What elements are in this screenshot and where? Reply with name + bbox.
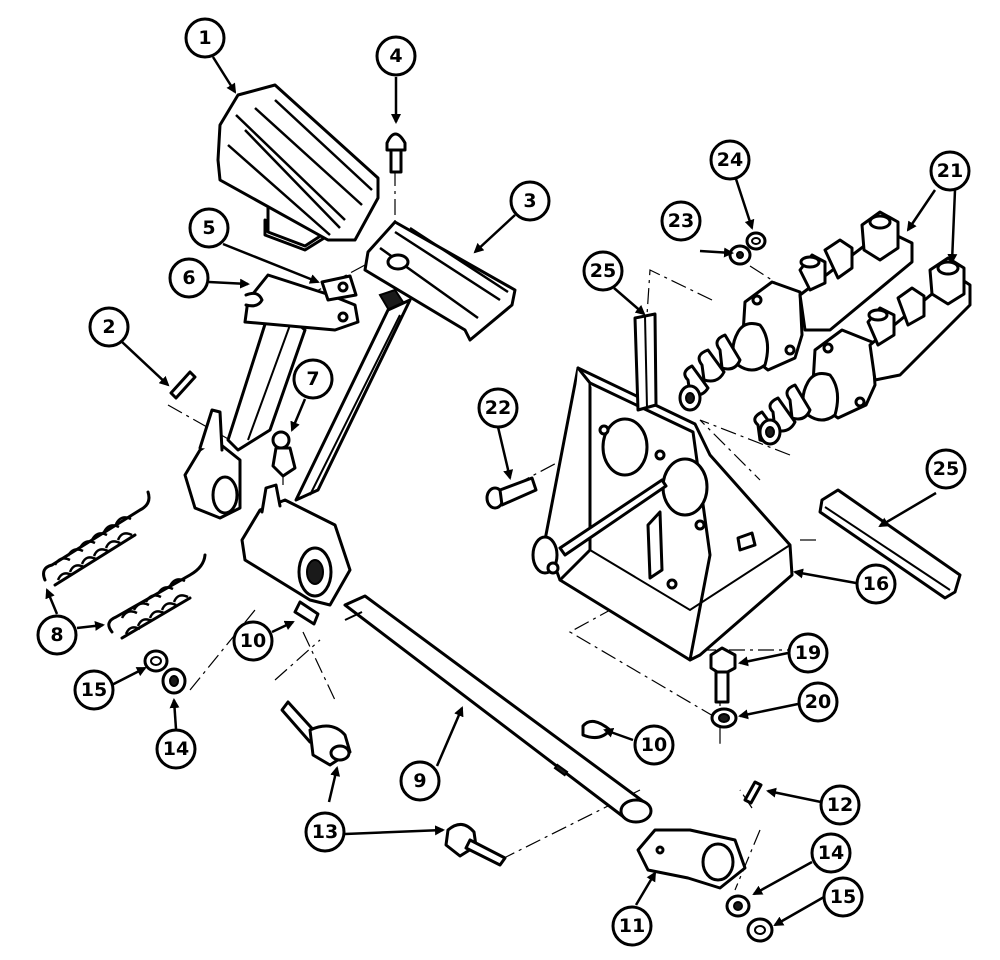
bolt-lower bbox=[709, 646, 737, 704]
master-cylinder-bracket bbox=[543, 366, 794, 662]
roll-pin-left bbox=[169, 370, 197, 400]
callout-23: 23 bbox=[660, 200, 702, 242]
callout-2: 2 bbox=[88, 306, 130, 348]
callout-11: 11 bbox=[611, 905, 653, 947]
callout-1: 1 bbox=[184, 17, 226, 59]
pedal-arm-right bbox=[294, 298, 412, 502]
callout-20: 20 bbox=[797, 681, 839, 723]
pedal-arm-left bbox=[226, 300, 307, 452]
callout-15-left: 15 bbox=[73, 669, 115, 711]
callout-9: 9 bbox=[399, 760, 441, 802]
washer-top bbox=[728, 244, 752, 266]
master-cylinder-upper bbox=[678, 210, 914, 412]
master-cylinder-lower bbox=[753, 256, 972, 446]
callout-24: 24 bbox=[709, 139, 751, 181]
threaded-pin-lower bbox=[444, 823, 507, 867]
callout-8-label: 8 bbox=[50, 624, 63, 646]
callout-19: 19 bbox=[787, 632, 829, 674]
key-upper bbox=[293, 600, 320, 626]
callout-25-lower-label: 25 bbox=[933, 458, 959, 480]
callout-13-label: 13 bbox=[312, 821, 338, 843]
callout-10-upper-label: 10 bbox=[240, 630, 266, 652]
clip-part bbox=[320, 274, 358, 302]
callout-5: 5 bbox=[188, 207, 230, 249]
callout-20-label: 20 bbox=[805, 691, 831, 713]
callout-2-label: 2 bbox=[102, 316, 115, 338]
callout-21-label: 21 bbox=[937, 160, 963, 182]
callout-3: 3 bbox=[509, 180, 551, 222]
pedal-pad-upper bbox=[216, 83, 380, 252]
shim-horizontal bbox=[818, 488, 962, 600]
callout-24-label: 24 bbox=[717, 149, 743, 171]
callout-21: 21 bbox=[929, 150, 971, 192]
pivot-hub-right bbox=[240, 483, 352, 607]
callout-4-label: 4 bbox=[389, 45, 402, 67]
grease-fitting bbox=[271, 430, 297, 478]
cross-shaft bbox=[343, 594, 653, 824]
nut-right bbox=[746, 917, 774, 943]
callout-6-label: 6 bbox=[182, 267, 195, 289]
callout-15-right-label: 15 bbox=[830, 886, 856, 908]
callout-22: 22 bbox=[477, 387, 519, 429]
callout-16-label: 16 bbox=[863, 573, 889, 595]
nut-left bbox=[143, 649, 169, 673]
callout-16: 16 bbox=[855, 563, 897, 605]
pivot-hub-left bbox=[183, 408, 242, 520]
leader-lines bbox=[45, 56, 958, 927]
roll-pin-right bbox=[743, 780, 763, 805]
callout-10-upper: 10 bbox=[232, 620, 274, 662]
callout-12: 12 bbox=[819, 784, 861, 826]
callout-5-label: 5 bbox=[202, 217, 215, 239]
callout-22-label: 22 bbox=[485, 397, 511, 419]
callout-19-label: 19 bbox=[795, 642, 821, 664]
callout-13: 13 bbox=[304, 811, 346, 853]
callout-15-right: 15 bbox=[822, 876, 864, 918]
callout-3-label: 3 bbox=[523, 190, 536, 212]
clevis-pin bbox=[385, 132, 407, 174]
bracket-plate bbox=[243, 273, 360, 332]
lever-end bbox=[636, 828, 747, 890]
callout-14-right: 14 bbox=[810, 832, 852, 874]
callout-7-label: 7 bbox=[306, 368, 319, 390]
callout-14-left-label: 14 bbox=[163, 738, 189, 760]
push-rod bbox=[531, 478, 668, 575]
callout-10-lower-label: 10 bbox=[641, 734, 667, 756]
washer-right bbox=[725, 894, 751, 918]
callout-11-label: 11 bbox=[619, 915, 645, 937]
callout-7: 7 bbox=[292, 358, 334, 400]
shim-vertical bbox=[633, 312, 658, 412]
callout-12-label: 12 bbox=[827, 794, 853, 816]
callout-14-right-label: 14 bbox=[818, 842, 844, 864]
callout-15-left-label: 15 bbox=[81, 679, 107, 701]
washer-lower bbox=[710, 707, 738, 729]
bolt-mounting bbox=[485, 476, 538, 510]
callout-8: 8 bbox=[36, 614, 78, 656]
callout-25-upper-label: 25 bbox=[590, 260, 616, 282]
callout-25-upper: 25 bbox=[582, 250, 624, 292]
callout-23-label: 23 bbox=[668, 210, 694, 232]
callout-4: 4 bbox=[375, 35, 417, 77]
threaded-pin-upper bbox=[280, 700, 352, 767]
callout-10-lower: 10 bbox=[633, 724, 675, 766]
washer-left bbox=[161, 667, 187, 695]
callout-1-label: 1 bbox=[198, 27, 211, 49]
return-springs bbox=[42, 490, 207, 640]
callout-6: 6 bbox=[168, 257, 210, 299]
nut-top bbox=[745, 231, 767, 251]
callout-25-lower: 25 bbox=[925, 448, 967, 490]
callout-9-label: 9 bbox=[413, 770, 426, 792]
callout-14-left: 14 bbox=[155, 728, 197, 770]
